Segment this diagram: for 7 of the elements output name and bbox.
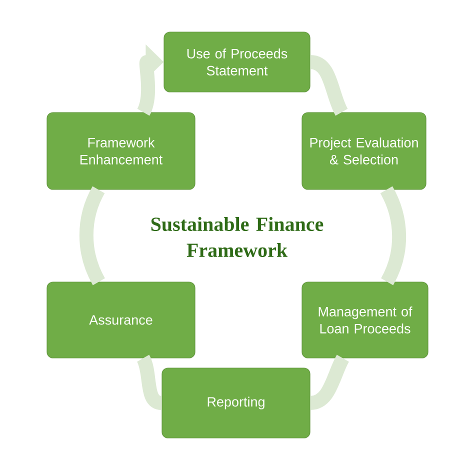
process-box: Management of Loan Proceeds — [302, 282, 428, 358]
diagram-title: Sustainable Finance Framework — [151, 216, 324, 258]
process-box: Reporting — [162, 368, 310, 438]
process-box: Framework Enhancement — [46, 112, 196, 190]
process-box: Use of Proceeds Statement — [164, 32, 310, 92]
process-box: Assurance — [46, 282, 196, 358]
process-box: Project Evaluation & Selection — [302, 112, 426, 190]
